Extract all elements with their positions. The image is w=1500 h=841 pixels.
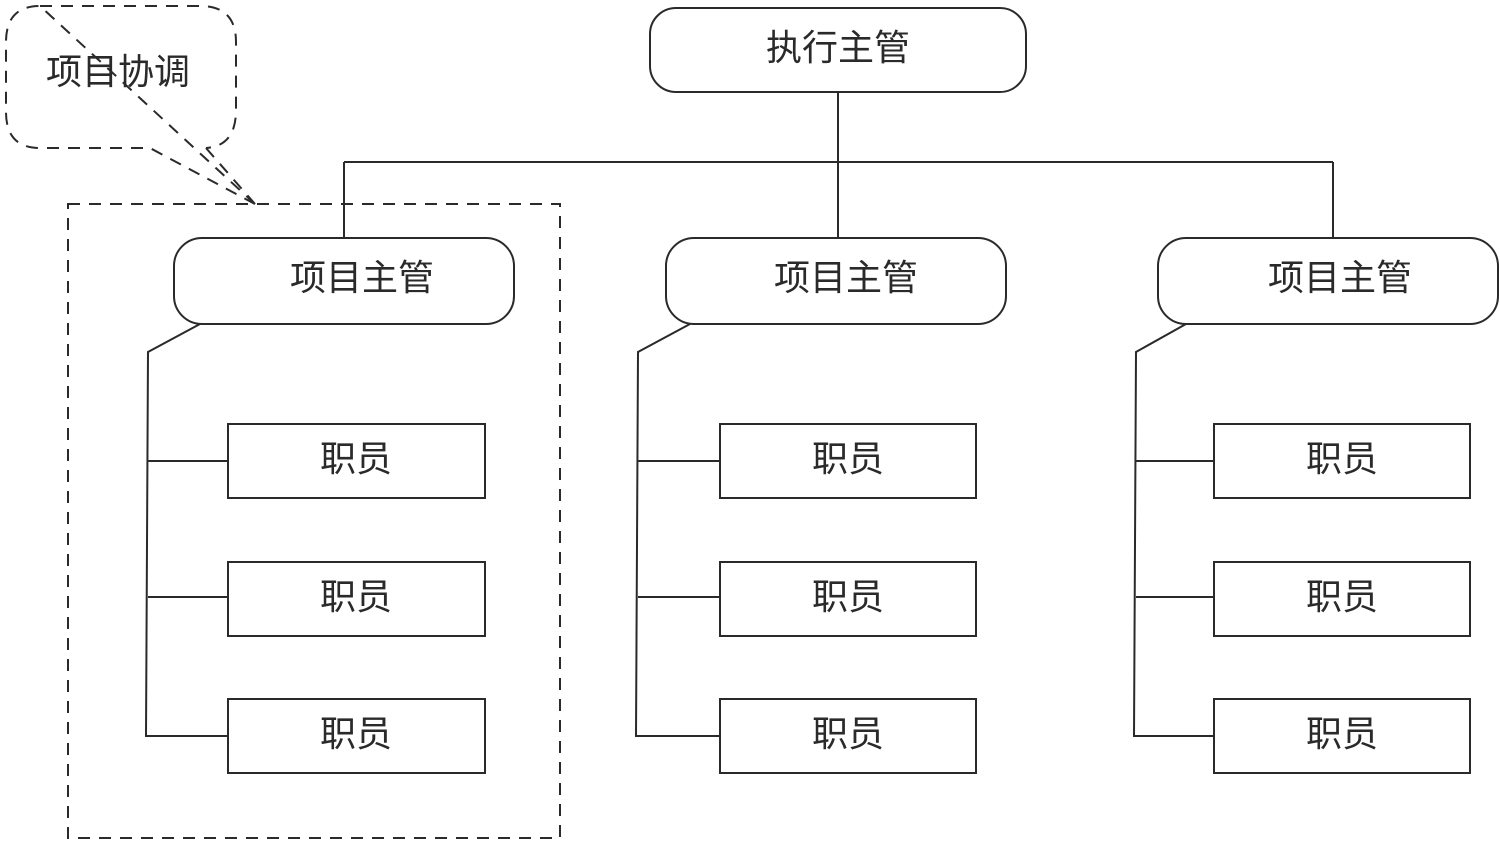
manager-connector [634, 323, 720, 737]
manager-connector [1132, 323, 1214, 737]
manager-group-3: 项目主管 职员 职员 职员 [1132, 237, 1499, 774]
staff-label: 职员 [1306, 714, 1378, 755]
staff-box [227, 561, 486, 637]
manager-box [665, 237, 1007, 325]
coordination-callout: 项目协调 [5, 4, 256, 205]
root-label: 执行主管 [766, 28, 910, 69]
manager-group-2: 项目主管 职员 职员 职员 [634, 237, 1007, 774]
staff-box [1213, 698, 1471, 774]
manager-label: 项目主管 [774, 258, 918, 299]
staff-box [227, 698, 486, 774]
manager-box [173, 237, 515, 325]
manager-label: 项目主管 [1268, 258, 1412, 299]
staff-label: 职员 [812, 439, 884, 480]
manager-connector [144, 323, 228, 737]
staff-label: 职员 [320, 577, 392, 618]
manager-group-1: 项目主管 职员 职员 职员 [144, 237, 515, 774]
staff-box [1213, 423, 1471, 499]
staff-label: 职员 [1306, 439, 1378, 480]
staff-box [1213, 561, 1471, 637]
staff-box [227, 423, 486, 499]
staff-label: 职员 [812, 714, 884, 755]
staff-label: 职员 [1306, 577, 1378, 618]
manager-label: 项目主管 [290, 258, 434, 299]
coordination-label: 项目协调 [46, 52, 190, 93]
root-connectors [343, 92, 1334, 238]
coordination-callout-bubble [5, 4, 256, 205]
staff-label: 职员 [320, 714, 392, 755]
staff-box [719, 561, 977, 637]
staff-label: 职员 [812, 577, 884, 618]
coordination-group-boundary [67, 203, 561, 839]
staff-label: 职员 [320, 439, 392, 480]
manager-box [1157, 237, 1499, 325]
staff-box [719, 698, 977, 774]
root-node: 执行主管 [649, 7, 1027, 93]
staff-box [719, 423, 977, 499]
